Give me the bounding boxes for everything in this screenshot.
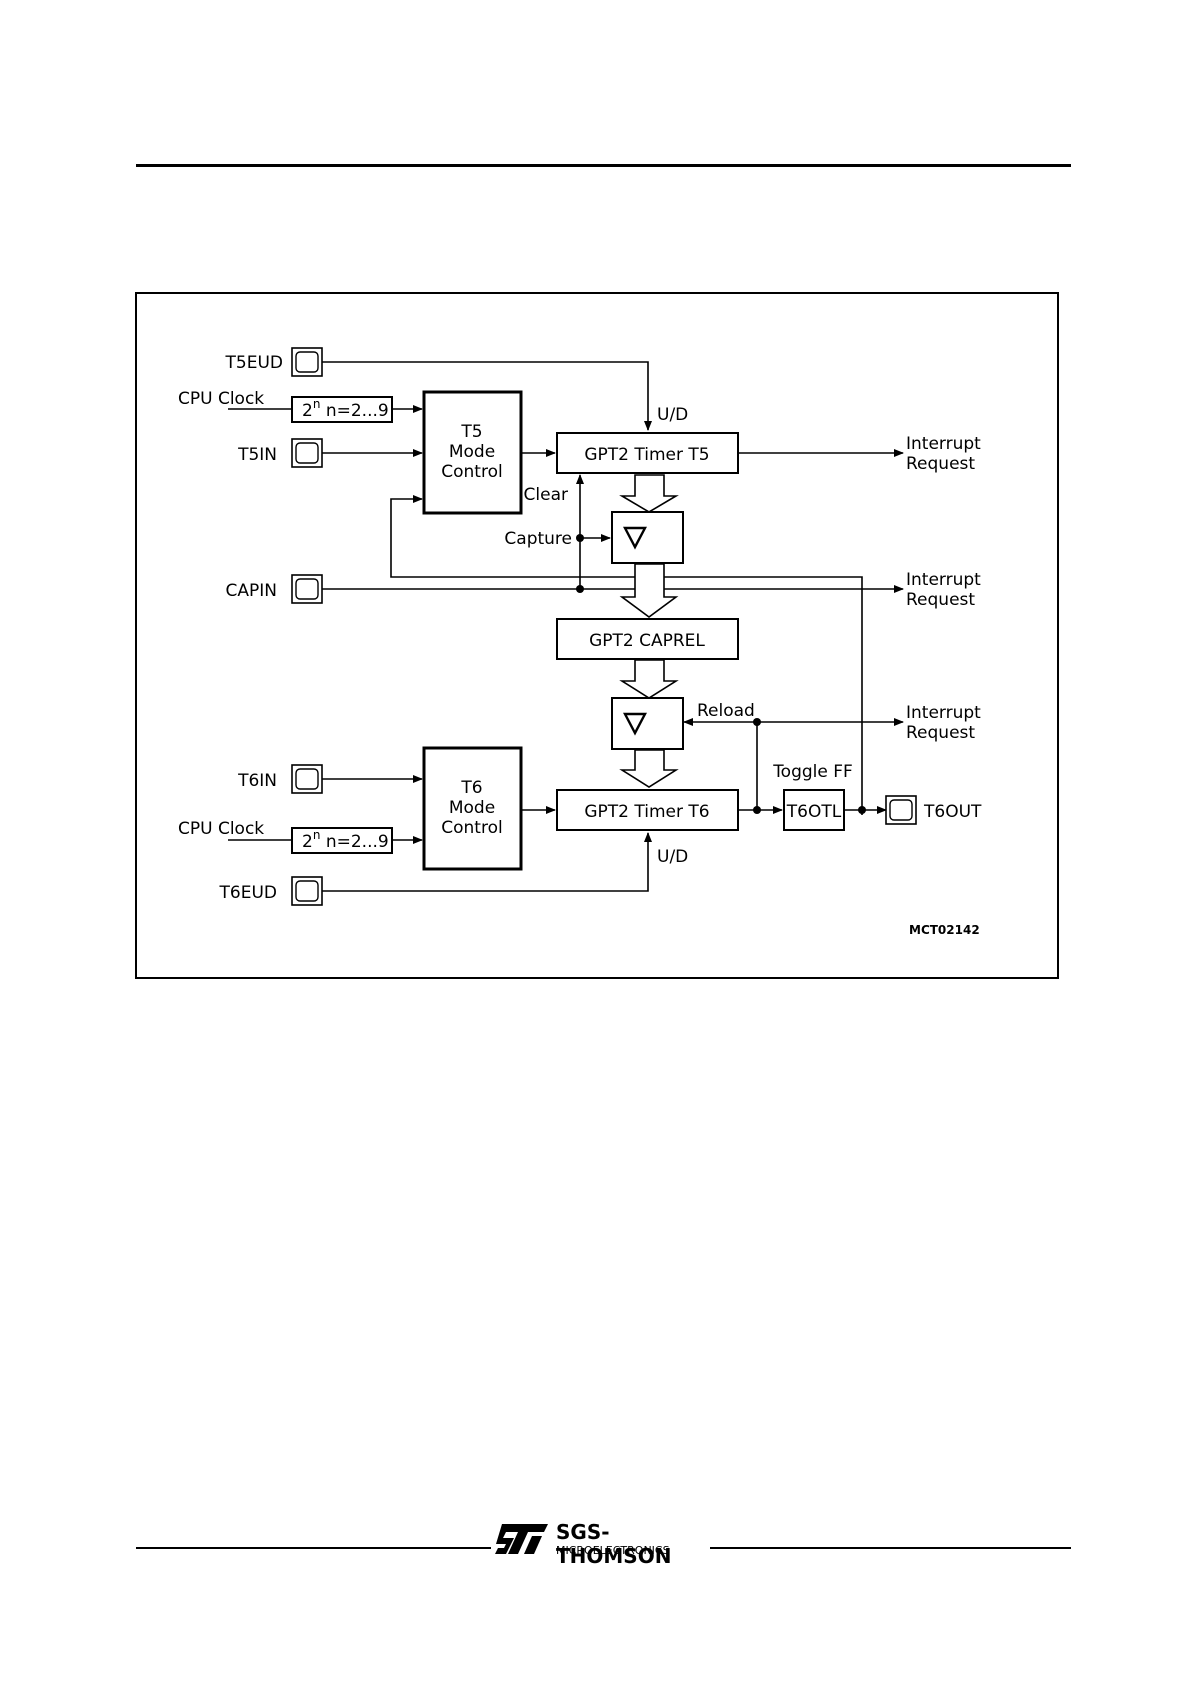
caprel-box [556,618,739,660]
label-t5eud: T5EUD [225,353,283,373]
prescaler-bottom-label: 2n n=2...9 [302,828,389,852]
label-clear: Clear [524,485,568,505]
st-logo-icon [495,1524,548,1554]
t5-mode-line3: Control [441,462,502,482]
footer-rule-left [136,1547,491,1549]
brand-name: SGS-THOMSON [556,1520,672,1568]
interrupt-3-line1: Interrupt [906,703,981,723]
toggle-box-label: T6OTL [786,802,842,822]
header-rule [136,164,1071,167]
brand-sub: MICROELECTRONICS [556,1544,670,1557]
interrupt-1-line2: Request [906,454,975,474]
block-arrow-t5-capture [619,474,679,513]
boxes [291,390,845,871]
block-arrows [619,474,679,788]
pins [291,347,917,906]
diagram-text: T5EUD CPU Clock T5IN CAPIN T6IN CPU Cloc… [178,353,982,937]
label-ud-top: U/D [657,405,688,425]
block-arrow-caprel-reload [619,659,679,699]
block-arrow-reload-t6 [619,749,679,788]
t5-mode-line1: T5 [460,422,482,442]
label-toggle-ff: Toggle FF [772,762,853,782]
timer-t5-box [556,432,739,474]
label-reload: Reload [697,701,755,721]
prescaler-top-box [291,396,393,423]
interrupt-2-line2: Request [906,590,975,610]
pin-t6eud [291,876,323,906]
reload-latch-box [611,697,684,750]
prescaler-bottom-box [291,827,393,854]
pin-capin [291,574,323,604]
interrupt-2-line1: Interrupt [906,570,981,590]
label-t5in: T5IN [237,445,277,465]
t6-mode-line1: T6 [460,778,482,798]
label-capin: CAPIN [226,581,277,601]
t6-mode-control-box [422,746,523,871]
label-t6eud: T6EUD [219,883,277,903]
timer-t5-label: GPT2 Timer T5 [584,445,709,465]
t5-mode-line2: Mode [449,442,495,462]
reload-triangle-icon [623,712,647,736]
capture-triangle-icon [623,526,647,550]
capture-latch-box [611,511,684,564]
wire-feedback-t5mode [390,495,863,815]
timer-t6-box [556,789,739,831]
figure-id: MCT02142 [909,923,980,937]
t5-mode-control-box [422,390,523,515]
footer-rule-right [710,1547,1071,1549]
label-t6in: T6IN [237,771,277,791]
diagram-frame [135,292,1059,979]
label-capture: Capture [504,529,572,549]
interrupt-1-line1: Interrupt [906,434,981,454]
label-ud-bottom: U/D [657,847,688,867]
t6-mode-line2: Mode [449,798,495,818]
pin-t5in [291,438,323,468]
toggle-ff-box [783,789,845,831]
label-cpu-clock-bottom: CPU Clock [178,819,264,839]
pin-t6out [885,795,917,825]
prescaler-top-label: 2n n=2...9 [302,397,389,421]
pin-t6in [291,764,323,794]
wire-t5eud-ud [322,361,652,431]
junctions [576,534,866,814]
wire-t6eud-ud [322,832,652,892]
latch-triangles [623,526,647,736]
label-cpu-clock-top: CPU Clock [178,389,264,409]
caprel-label: GPT2 CAPREL [589,631,705,651]
interrupt-3-line2: Request [906,723,975,743]
timer-t6-label: GPT2 Timer T6 [584,802,709,822]
block-arrow-capture-caprel [619,563,679,618]
wires [228,361,904,892]
label-t6out: T6OUT [923,802,982,822]
t6-mode-line3: Control [441,818,502,838]
pin-t5eud [291,347,323,377]
